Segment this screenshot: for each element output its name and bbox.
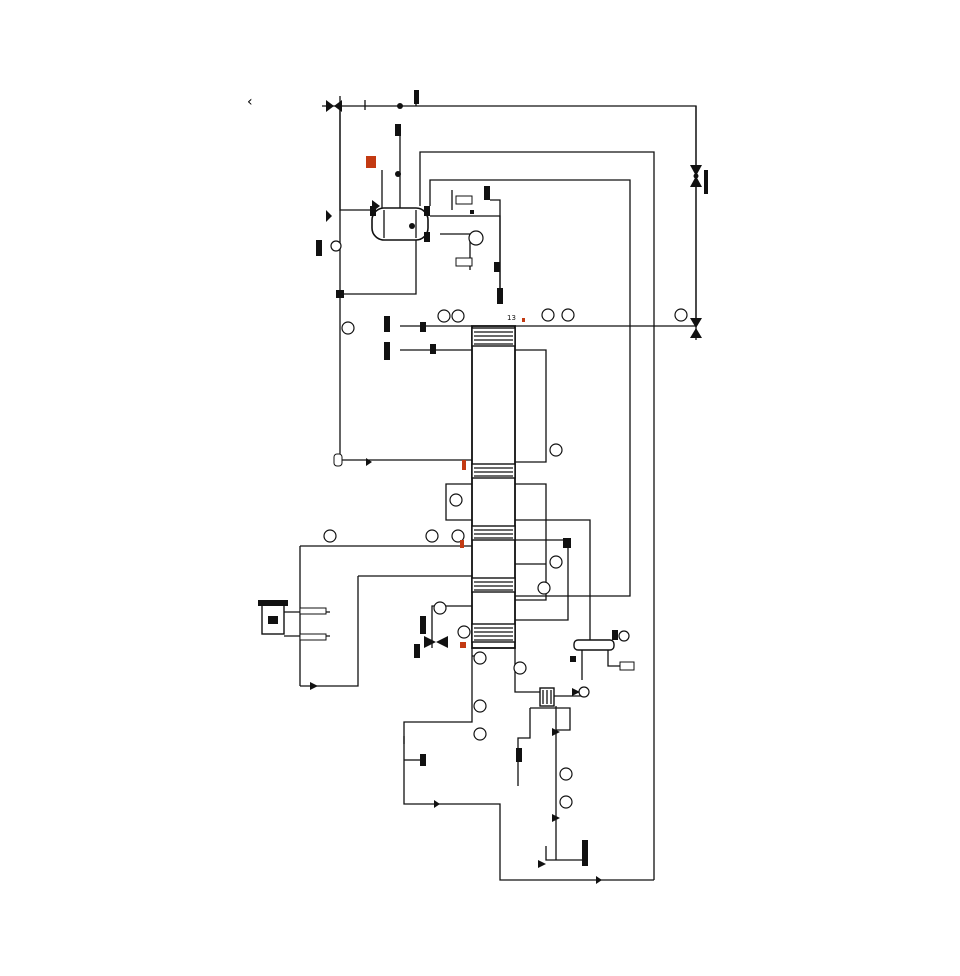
column-band-bottom [471, 623, 516, 643]
column-band-3 [471, 525, 516, 541]
top-separator-vessel [316, 124, 430, 298]
top-header-line [322, 90, 697, 461]
column-top-lines [341, 308, 696, 360]
column-band-4 [471, 577, 516, 593]
column-tag: 13 [507, 314, 516, 322]
right-header [674, 106, 708, 340]
main-column: 13 [471, 314, 516, 649]
column-band-top [471, 327, 516, 347]
left-feed-low [333, 349, 563, 470]
mid-loops [445, 483, 591, 621]
red-tag-valve [366, 156, 376, 168]
column-band-2 [471, 463, 516, 479]
bottom-section [403, 596, 654, 884]
top-return-loops [419, 151, 655, 880]
lower-left-pump [414, 601, 472, 658]
top-pump-cluster [440, 186, 503, 304]
corner-mark: ‹ [247, 94, 253, 110]
column-shell [471, 325, 516, 649]
left-branch [258, 529, 472, 690]
